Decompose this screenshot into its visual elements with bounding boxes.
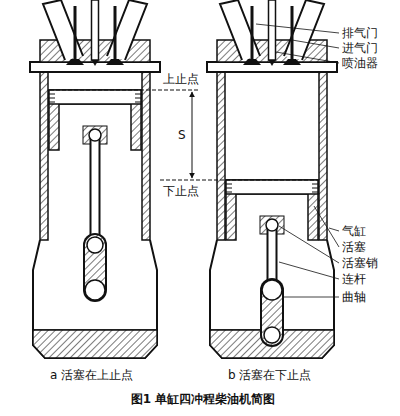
bdc-line: [160, 180, 318, 181]
stroke-dimension: [192, 92, 193, 178]
engine-housing: [30, 0, 160, 358]
engine-housing: [207, 0, 337, 358]
part-label: 下止点: [163, 184, 199, 198]
part-label: 排气门: [342, 26, 378, 40]
piston: [226, 180, 318, 240]
tdc-line: [50, 90, 200, 91]
sub-caption: b 活塞在下止点: [228, 368, 311, 382]
leader-lines: [256, 24, 339, 297]
part-label: 活塞销: [342, 256, 378, 270]
part-label: 上止点: [163, 72, 199, 86]
figure-caption: 图1 单缸四冲程柴油机简图: [3, 392, 400, 406]
sub-caption: a 活塞在上止点: [50, 368, 133, 382]
part-label: 曲轴: [342, 290, 366, 304]
part-label: 进气门: [342, 41, 378, 55]
piston-pin: [89, 129, 101, 141]
part-label: 连杆: [342, 272, 366, 286]
connecting-rod: [90, 135, 101, 245]
piston: [49, 90, 141, 150]
part-label: S: [178, 128, 186, 142]
piston-pin: [266, 219, 278, 231]
part-label: 喷油器: [342, 56, 378, 70]
part-label: 气缸: [342, 224, 366, 238]
part-label: 活塞: [342, 240, 366, 254]
